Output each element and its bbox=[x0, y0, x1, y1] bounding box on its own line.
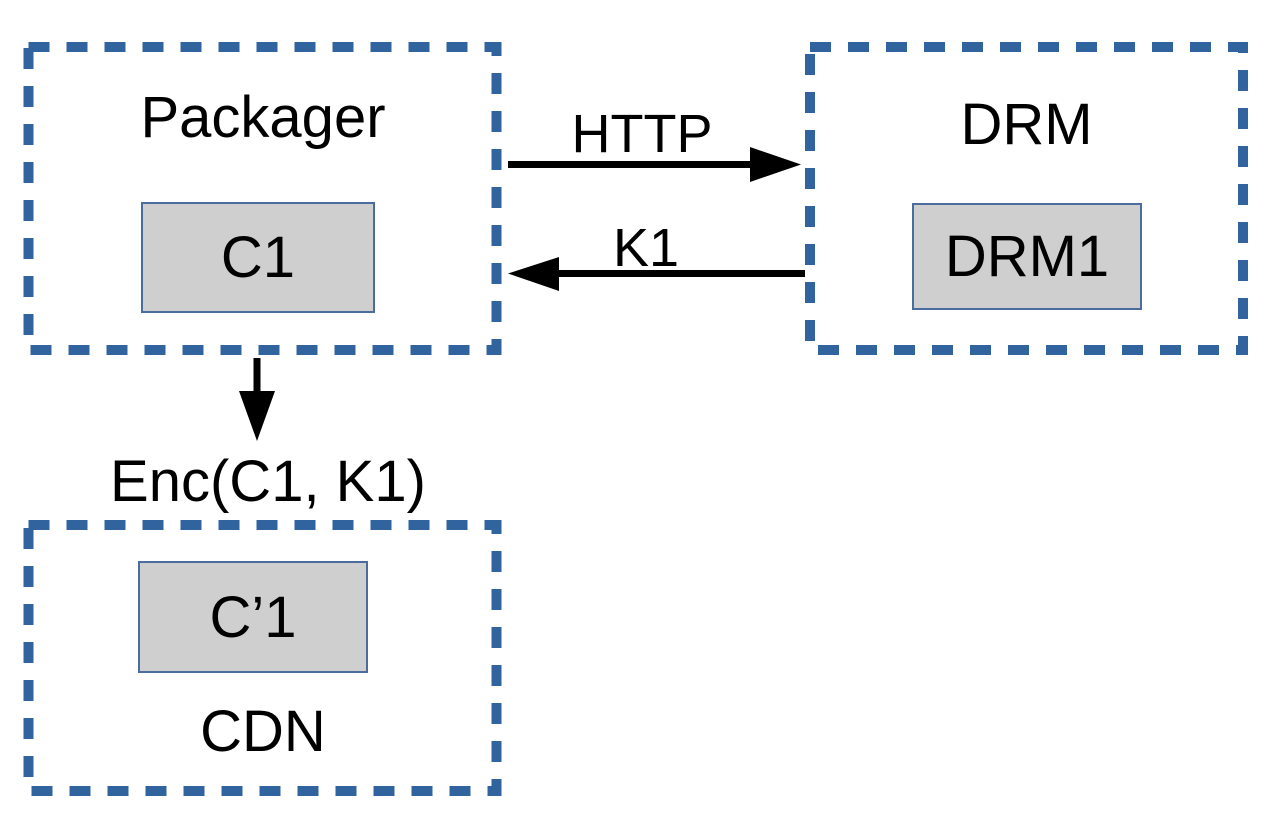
c-prime-1-chip: C’1 bbox=[138, 561, 368, 673]
drm1-chip-label: DRM1 bbox=[944, 224, 1110, 289]
drm-box-outline bbox=[805, 42, 1248, 355]
k1-arrow-head bbox=[508, 257, 559, 291]
http-arrow-head bbox=[750, 147, 801, 182]
c1-chip: C1 bbox=[141, 202, 375, 313]
http-edge-label: HTTP bbox=[571, 104, 713, 164]
drm-label: DRM bbox=[960, 92, 1093, 157]
http-arrow bbox=[508, 147, 801, 182]
k1-edge-label: K1 bbox=[612, 218, 680, 278]
packager-to-cdn-arrow-head bbox=[239, 391, 275, 441]
packager-box-outline bbox=[23, 42, 502, 355]
c1-chip-label: C1 bbox=[220, 225, 296, 290]
c-prime-1-chip-label: C’1 bbox=[209, 584, 297, 650]
packager-to-cdn-arrow bbox=[239, 358, 275, 441]
packager-label: Packager bbox=[140, 85, 386, 150]
drm1-chip: DRM1 bbox=[912, 203, 1142, 310]
k1-arrow bbox=[508, 257, 805, 291]
cdn-label: CDN bbox=[200, 699, 326, 764]
enc-annotation-label: Enc(C1, K1) bbox=[110, 449, 426, 514]
cdn-box-outline bbox=[23, 520, 502, 796]
